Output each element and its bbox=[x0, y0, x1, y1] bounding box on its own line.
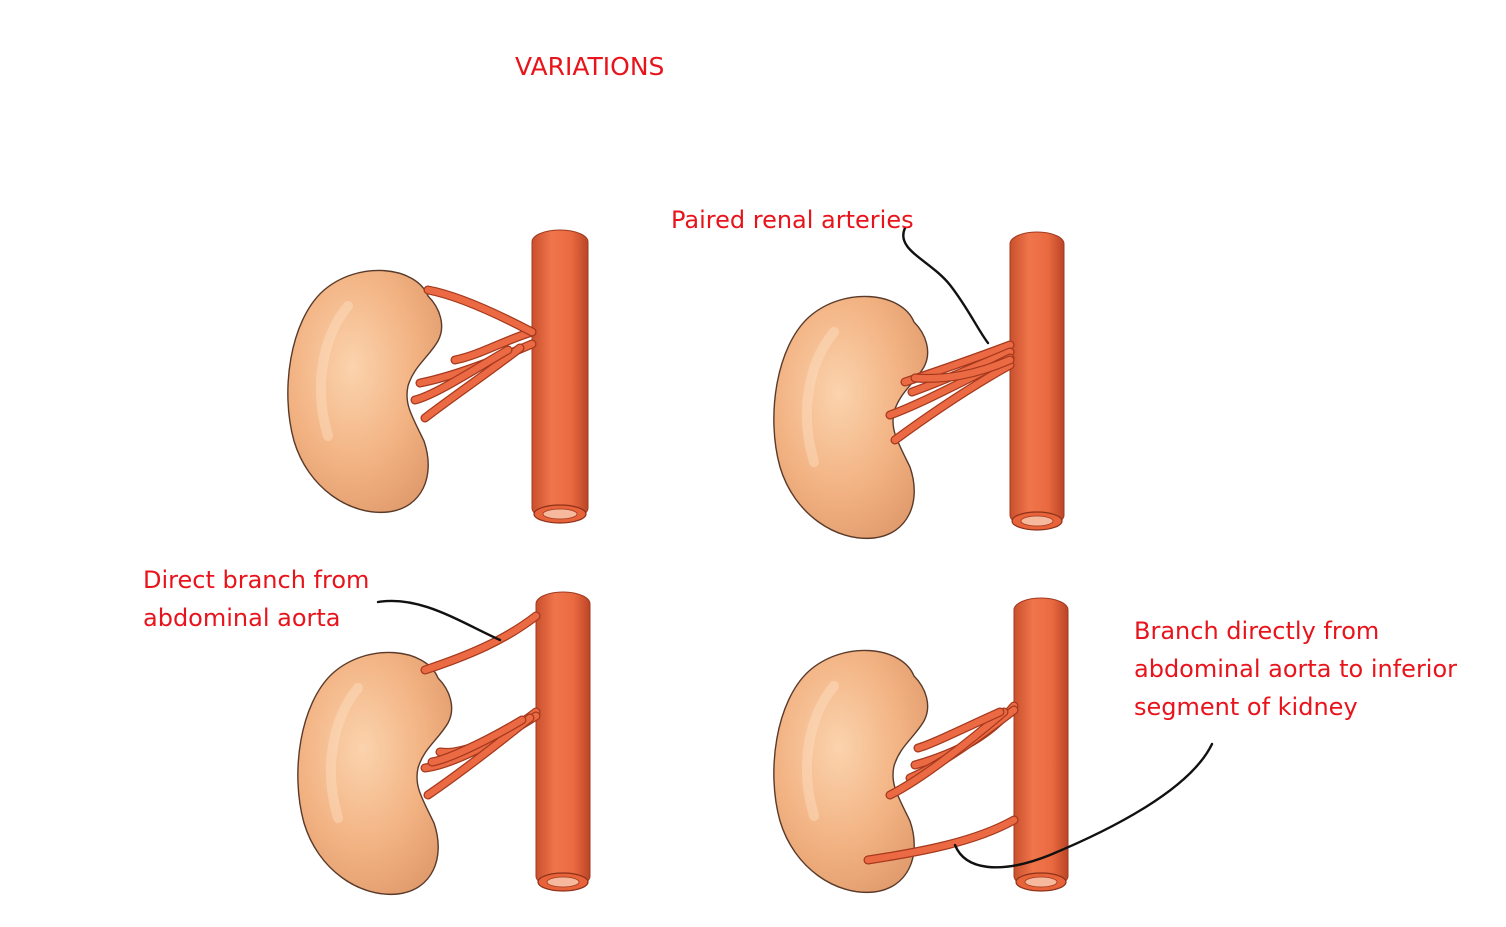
label-direct-line-1: Direct branch from bbox=[143, 566, 370, 594]
label-direct-branch: Direct branch from abdominal aorta bbox=[143, 561, 369, 637]
label-inferior-line-2: abdominal aorta to inferior bbox=[1134, 655, 1458, 683]
renal-artery-top-left-1 bbox=[450, 327, 537, 365]
renal-artery-top-left-2 bbox=[423, 285, 537, 337]
kidney-top-left bbox=[287, 269, 443, 514]
renal-artery-top-right-5 bbox=[910, 355, 1015, 383]
kidney-bottom-right bbox=[773, 649, 929, 894]
renal-artery-top-right-4 bbox=[890, 360, 1015, 445]
kidney-bottom-left bbox=[297, 651, 453, 896]
aorta-top-right bbox=[1009, 231, 1065, 531]
leader-paired bbox=[902, 226, 990, 345]
renal-artery-bottom-left-1 bbox=[420, 611, 541, 675]
renal-artery-bottom-right-5 bbox=[913, 707, 1005, 753]
renal-artery-bottom-right-3 bbox=[885, 707, 1009, 800]
panel-bottom-left bbox=[297, 591, 591, 896]
label-inferior-line-1: Branch directly from bbox=[1134, 617, 1380, 645]
leader-direct bbox=[376, 599, 502, 642]
aorta-top-left bbox=[531, 229, 589, 524]
panel-top-right bbox=[773, 231, 1065, 540]
renal-artery-bottom-left-5 bbox=[427, 715, 527, 767]
renal-artery-bottom-right-4 bbox=[863, 815, 1019, 865]
aorta-bottom-left bbox=[535, 591, 591, 892]
leader-inferior bbox=[953, 742, 1214, 869]
label-direct-line-2: abdominal aorta bbox=[143, 604, 341, 632]
kidney-top-right bbox=[773, 295, 929, 540]
label-inferior-segment-branch: Branch directly from abdominal aorta to … bbox=[1134, 612, 1457, 726]
diagram-title: VARIATIONS bbox=[515, 52, 665, 81]
label-paired-line: Paired renal arteries bbox=[671, 206, 914, 234]
renal-artery-bottom-left-4 bbox=[423, 713, 535, 800]
renal-artery-top-left-5 bbox=[410, 345, 513, 405]
label-inferior-line-3: segment of kidney bbox=[1134, 693, 1358, 721]
panel-top-left bbox=[287, 229, 589, 524]
renal-artery-top-left-4 bbox=[420, 343, 525, 423]
aorta-bottom-right bbox=[1013, 597, 1069, 892]
label-paired-renal-arteries: Paired renal arteries bbox=[671, 201, 914, 239]
panel-bottom-right bbox=[773, 597, 1069, 894]
